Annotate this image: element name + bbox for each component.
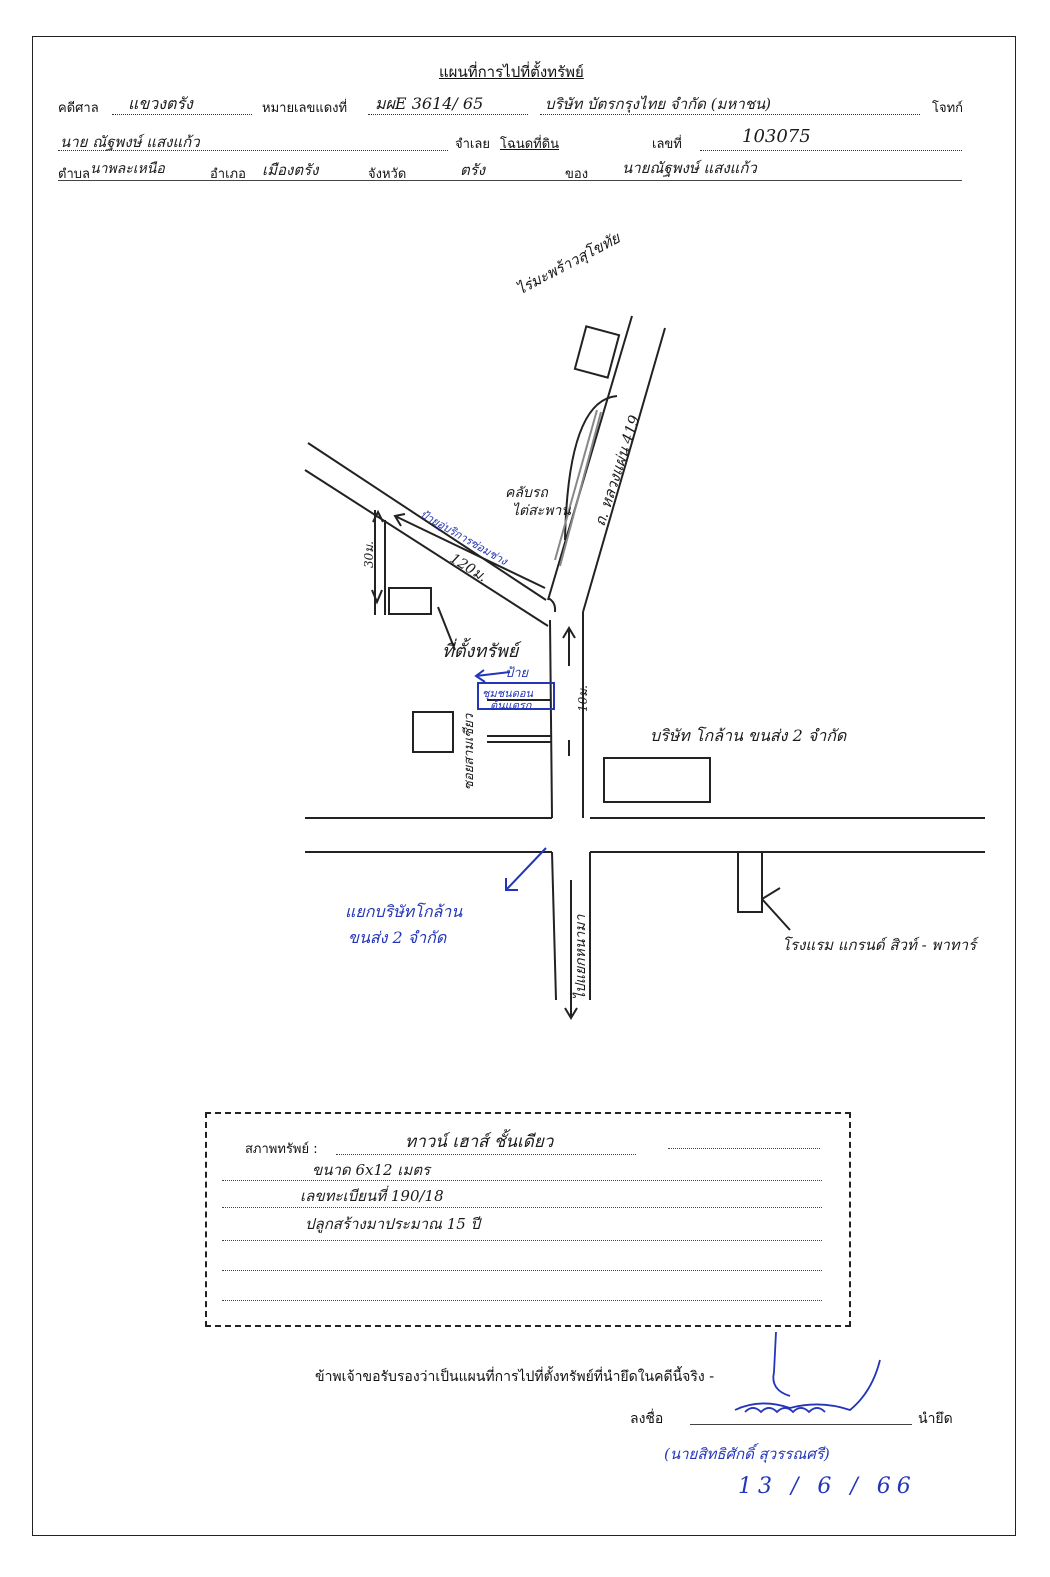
plaintiff-label: โจทก์ bbox=[932, 101, 964, 116]
sign-box-line-2: ต้นแตรก bbox=[490, 699, 532, 712]
court-underline bbox=[112, 114, 252, 115]
size-value: ขนาด 6x12 เมตร bbox=[312, 1161, 431, 1179]
road-west-edge-south bbox=[304, 469, 549, 627]
court-label: คดีศาล bbox=[58, 101, 99, 116]
deed-no-value: 103075 bbox=[742, 126, 811, 147]
role-label: นำยึด bbox=[918, 1411, 953, 1427]
company-label: บริษัท โกล้าน ขนส่ง 2 จำกัด bbox=[650, 726, 847, 745]
property-info-box bbox=[205, 1112, 851, 1327]
page-title: แผนที่การไปที่ตั้งทรัพย์ bbox=[439, 63, 584, 81]
sign-label: ลงชื่อ bbox=[630, 1411, 664, 1427]
deed-no-label: เลขที่ bbox=[652, 137, 682, 152]
condition-line-2 bbox=[668, 1148, 820, 1149]
district-label: อำเภอ bbox=[210, 167, 246, 182]
deed-label: โฉนดที่ดิน bbox=[500, 137, 560, 152]
defendant-underline bbox=[58, 150, 448, 151]
house-no-line bbox=[222, 1207, 822, 1208]
age-line bbox=[222, 1240, 822, 1241]
size-line bbox=[222, 1180, 822, 1181]
condition-line bbox=[336, 1154, 636, 1155]
company-building bbox=[603, 757, 711, 803]
province-value: ตรัง bbox=[460, 161, 486, 179]
defendant-label: จำเลย bbox=[455, 137, 490, 152]
district-value: เมืองตรัง bbox=[262, 161, 319, 179]
subdistrict-label: ตำบล bbox=[58, 167, 90, 182]
case-no-underline bbox=[368, 114, 528, 115]
condition-value: ทาวน์ เฮาส์ ชั้นเดียว bbox=[405, 1132, 554, 1152]
owner-value: นายณัฐพงษ์ แสงแก้ว bbox=[622, 159, 757, 177]
hotel-building bbox=[737, 851, 763, 913]
road-main-edge-west bbox=[549, 619, 553, 819]
club-label: คลับรถ bbox=[505, 485, 548, 501]
signer-name: (นายสิทธิศักดิ์ สุวรรณศรี) bbox=[664, 1445, 830, 1463]
road-419-edge-west bbox=[547, 315, 633, 601]
landmark-building-top bbox=[573, 325, 621, 379]
province-label: จังหวัด bbox=[368, 167, 407, 182]
hotel-label: โรงแรม แกรนด์ สิวท์ - พาทาร์ bbox=[782, 936, 977, 954]
deed-no-underline bbox=[700, 150, 962, 151]
blank-line-2 bbox=[222, 1300, 822, 1301]
condition-label: สภาพทรัพย์ : bbox=[245, 1142, 318, 1157]
sign-box bbox=[477, 682, 555, 710]
road-south-edge-west bbox=[551, 851, 557, 1001]
property-building bbox=[388, 587, 432, 615]
court-value: แขวงตรัง bbox=[128, 94, 193, 113]
age-value: ปลูกสร้างมาประมาณ 15 ปี bbox=[305, 1215, 481, 1233]
junction-label-1: แยกบริษัทโกล้าน bbox=[345, 902, 463, 921]
sign-date: 13 / 6 / 66 bbox=[738, 1474, 917, 1499]
case-no-label: หมายเลขแดงที่ bbox=[262, 101, 348, 116]
signature-line bbox=[690, 1424, 912, 1425]
blank-line-1 bbox=[222, 1270, 822, 1271]
defendant-value: นาย ณัฐพงษ์ แสงแก้ว bbox=[60, 133, 200, 151]
header-rule bbox=[58, 180, 962, 181]
road-west-edge-north bbox=[307, 442, 547, 601]
property-label: ที่ตั้งทรัพย์ bbox=[442, 641, 519, 662]
u-turn-curve bbox=[564, 395, 618, 541]
building-left bbox=[412, 711, 454, 753]
case-no-value: มผE 3614/ 65 bbox=[375, 94, 484, 113]
subdistrict-value: นาพละเหนือ bbox=[90, 161, 165, 177]
house-no-value: เลขทะเบียนที่ 190/18 bbox=[300, 1187, 444, 1205]
owner-label: ของ bbox=[565, 167, 589, 182]
plaintiff-underline bbox=[540, 114, 920, 115]
junction-label-2: ขนส่ง 2 จำกัด bbox=[348, 928, 447, 947]
plaintiff-value: บริษัท บัตรกรุงไทย จำกัด (มหาชน) bbox=[545, 95, 772, 113]
sign-box-line-1: ชุมชนดอน bbox=[482, 687, 533, 700]
road-419-edge-east bbox=[582, 327, 666, 613]
document-sheet bbox=[32, 36, 1016, 1536]
sign-label: ป้าย bbox=[505, 666, 529, 681]
club-label-2: ไต่สะพาน bbox=[512, 503, 571, 519]
certify-text: ข้าพเจ้าขอรับรองว่าเป็นแผนที่การไปที่ตั้… bbox=[315, 1369, 715, 1385]
